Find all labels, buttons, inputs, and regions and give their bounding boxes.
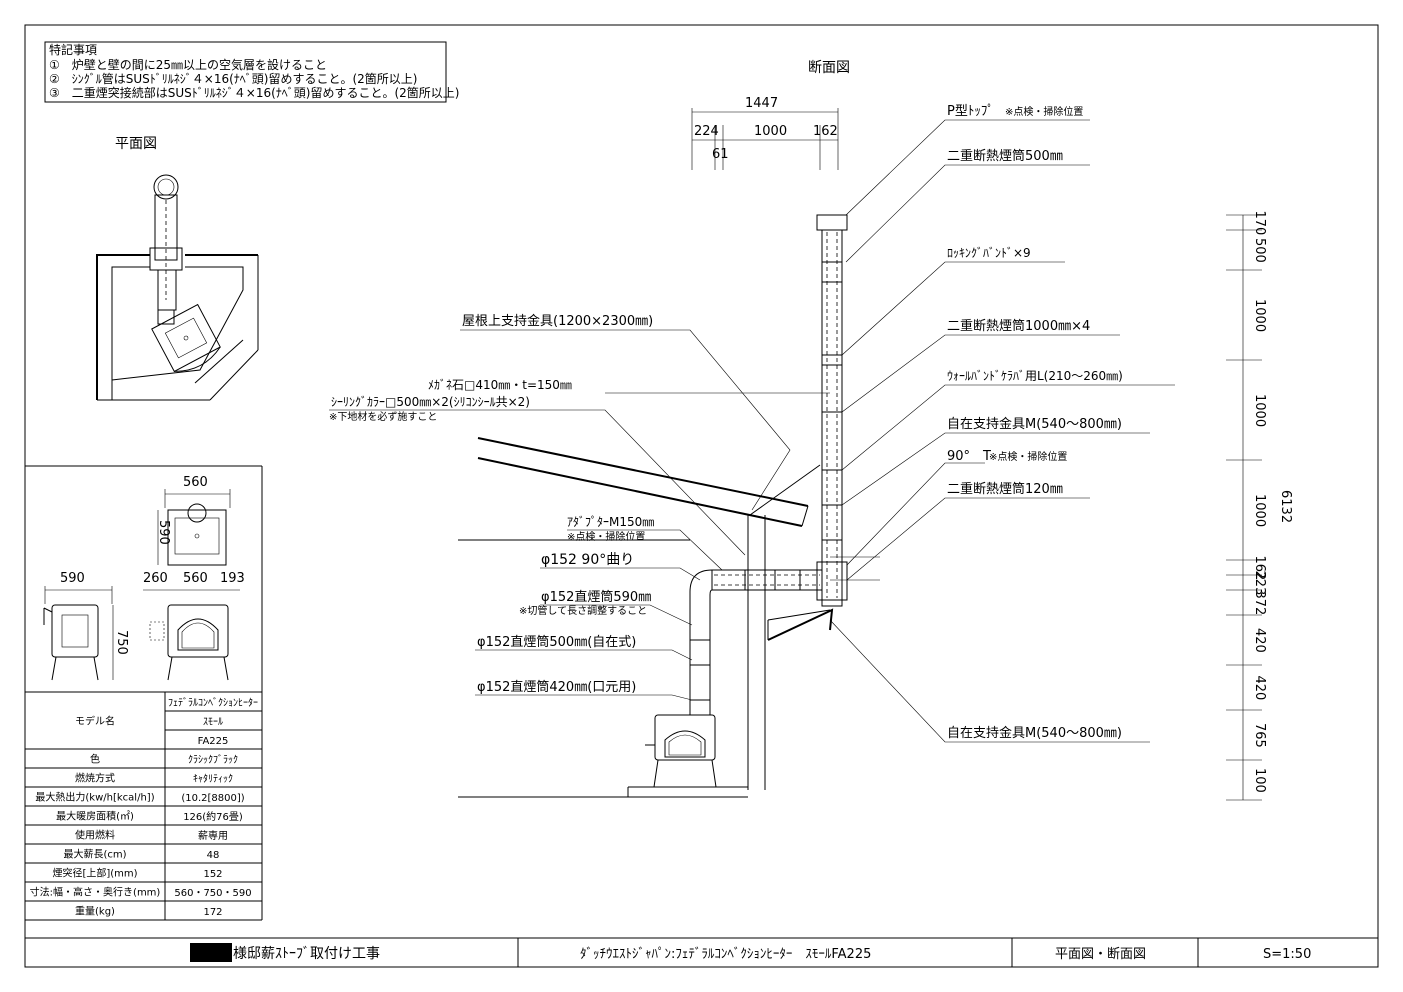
spec-label: 使用燃料 xyxy=(75,829,115,842)
plan-view: 平面図 xyxy=(96,136,259,401)
callout-label: ｳｫｰﾙﾊﾞﾝﾄﾞｹﾗﾊﾞ用L(210～260㎜) xyxy=(947,369,1123,383)
spec-label: 最大薪長(cm) xyxy=(63,848,126,861)
total-height-label: 6132 xyxy=(1278,490,1293,523)
dim-label: 560 xyxy=(183,475,208,490)
spec-value: ｷｬﾀﾘﾃｨｯｸ xyxy=(193,773,233,785)
dim-label: 1000 xyxy=(754,124,787,139)
project-title: 様邸薪ｽﾄｰﾌﾞ取付け工事 xyxy=(233,946,380,962)
drawing-title: 平面図・断面図 xyxy=(1055,947,1146,962)
notes-box: 特記事項 ① 炉壁と壁の間に25㎜以上の空気層を設けること ② ｼﾝｸﾞﾙ管はS… xyxy=(44,41,459,103)
vertical-dim-label: 420 xyxy=(1252,676,1267,701)
callout-adapter-note: ※点検・掃除位置 xyxy=(567,530,645,543)
dim-label: 224 xyxy=(694,124,719,139)
callout-sealing: ｼｰﾘﾝｸﾞｶﾗｰ□500㎜×2(ｼﾘｺﾝｼｰﾙ共×2) xyxy=(331,395,530,409)
dim-label: 193 xyxy=(220,571,245,586)
spec-value: 560・750・590 xyxy=(174,888,251,899)
callout-elbow: φ152 90°曲り xyxy=(541,552,634,568)
spec-table: ﾌｪﾃﾞﾗﾙｺﾝﾍﾞｸｼｮﾝﾋｰﾀｰ ｽﾓｰﾙ FA225 モデル名 ｸﾗｼｯｸﾌﾞﾗｯ… xyxy=(25,691,262,921)
section-view: 断面図 1447 224 1000 162 61 xyxy=(329,60,1293,801)
vertical-dim-label: 162 xyxy=(1252,556,1267,581)
redacted-name xyxy=(190,943,232,962)
spec-value: (10.2[8800]) xyxy=(181,793,244,804)
callout-label: ﾛｯｷﾝｸﾞﾊﾞﾝﾄﾞ×9 xyxy=(947,246,1031,260)
spec-value: ｽﾓｰﾙ xyxy=(203,717,223,728)
scale: S=1:50 xyxy=(1263,947,1311,962)
spec-value: ｸﾗｼｯｸﾌﾞﾗｯｸ xyxy=(188,754,238,766)
dim-label: 1447 xyxy=(745,96,778,111)
spec-label: 色 xyxy=(90,753,100,766)
spec-label: 重量(kg) xyxy=(75,905,115,918)
note-item: ① 炉壁と壁の間に25㎜以上の空気層を設けること xyxy=(49,57,327,72)
dim-label: 260 xyxy=(143,571,168,586)
vertical-dim-label: 100 xyxy=(1252,768,1267,793)
dim-label: 560 xyxy=(183,571,208,586)
callout-sealing-note: ※下地材を必ず施すこと xyxy=(329,410,437,423)
callout-label: 二重断熱煙筒120㎜ xyxy=(947,481,1063,497)
stove-views: 560 590 590 260 560 193 750 xyxy=(25,465,263,920)
callout-adapter: ｱﾀﾞﾌﾟﾀｰM150㎜ xyxy=(567,515,654,529)
vertical-dim-label: 1000 xyxy=(1252,494,1267,527)
vertical-dim-label: 223 xyxy=(1252,571,1267,596)
plan-title: 平面図 xyxy=(115,136,157,152)
spec-value: ﾌｪﾃﾞﾗﾙｺﾝﾍﾞｸｼｮﾝﾋｰﾀｰ xyxy=(168,697,258,709)
callout-pipe590: φ152直煙筒590㎜ xyxy=(541,589,651,605)
callout-sublabel: ※点検・掃除位置 xyxy=(1005,105,1083,118)
vertical-dim-label: 500 xyxy=(1252,238,1267,263)
spec-label: 最大暖房面積(㎡) xyxy=(56,810,134,823)
sheet-border xyxy=(24,24,1379,968)
callout-megane: ﾒｶﾞﾈ石□410㎜・t=150㎜ xyxy=(428,378,572,392)
spec-value: 48 xyxy=(207,850,220,861)
vertical-dim-label: 372 xyxy=(1252,591,1267,616)
spec-label: モデル名 xyxy=(75,715,115,728)
spec-value: 152 xyxy=(203,869,222,880)
dim-label: 61 xyxy=(712,147,729,162)
dim-label: 750 xyxy=(114,630,129,655)
section-title: 断面図 xyxy=(808,60,850,76)
spec-value: 126(約76畳) xyxy=(183,810,243,823)
note-item: ③ 二重煙突接続部はSUSﾄﾞﾘﾙﾈｼﾞ４×16(ﾅﾍﾞ頭)留めすること。(2箇… xyxy=(49,85,459,100)
spec-label: 煙突径[上部](mm) xyxy=(52,867,137,880)
callout-pipe420: φ152直煙筒420㎜(口元用) xyxy=(477,679,636,695)
callout-label: 自在支持金具M(540～800㎜) xyxy=(947,416,1122,432)
dim-label: 162 xyxy=(813,124,838,139)
spec-label: 最大熱出力(kw/h[kcal/h]) xyxy=(35,791,154,804)
dim-label: 590 xyxy=(60,571,85,586)
product-title: ﾀﾞｯﾁｳｴｽﾄｼﾞｬﾊﾟﾝ:ﾌｪﾃﾞﾗﾙｺﾝﾍﾞｸｼｮﾝﾋｰﾀｰ ｽﾓｰﾙFA… xyxy=(580,947,871,962)
spec-value: 172 xyxy=(203,907,222,918)
title-block: 様邸薪ｽﾄｰﾌﾞ取付け工事 ﾀﾞｯﾁｳｴｽﾄｼﾞｬﾊﾟﾝ:ﾌｪﾃﾞﾗﾙｺﾝﾍﾞｸ… xyxy=(24,937,1379,968)
vertical-dim-label: 1000 xyxy=(1252,394,1267,427)
spec-label: 寸法:幅・高さ・奥行き(mm) xyxy=(30,886,161,899)
vertical-dim-label: 765 xyxy=(1252,723,1267,748)
spec-value: 薪専用 xyxy=(198,830,228,842)
vertical-dim-label: 1000 xyxy=(1252,299,1267,332)
callout-label: 二重断熱煙筒500㎜ xyxy=(947,148,1063,164)
callout-label: P型ﾄｯﾌﾟ xyxy=(947,104,994,119)
spec-label: 燃焼方式 xyxy=(75,772,115,785)
callout-roof-support: 屋根上支持金具(1200×2300㎜) xyxy=(462,313,653,329)
notes-heading: 特記事項 xyxy=(49,42,97,57)
spec-value: FA225 xyxy=(198,736,229,747)
callout-label: 自在支持金具M(540～800㎜) xyxy=(947,725,1122,741)
callout-label: 90° T xyxy=(947,449,991,464)
callout-sublabel: ※点検・掃除位置 xyxy=(989,450,1067,463)
callout-label: 二重断熱煙筒1000㎜×4 xyxy=(947,318,1090,334)
vertical-dim-label: 420 xyxy=(1252,628,1267,653)
dim-label: 590 xyxy=(156,520,171,545)
vertical-dim-label: 170 xyxy=(1252,211,1267,236)
callout-pipe500: φ152直煙筒500㎜(自在式) xyxy=(477,634,636,650)
callout-pipe590-note: ※切管して長さ調整すること xyxy=(519,604,647,617)
note-item: ② ｼﾝｸﾞﾙ管はSUSﾄﾞﾘﾙﾈｼﾞ４×16(ﾅﾍﾞ頭)留めすること。(2箇所… xyxy=(49,71,417,86)
